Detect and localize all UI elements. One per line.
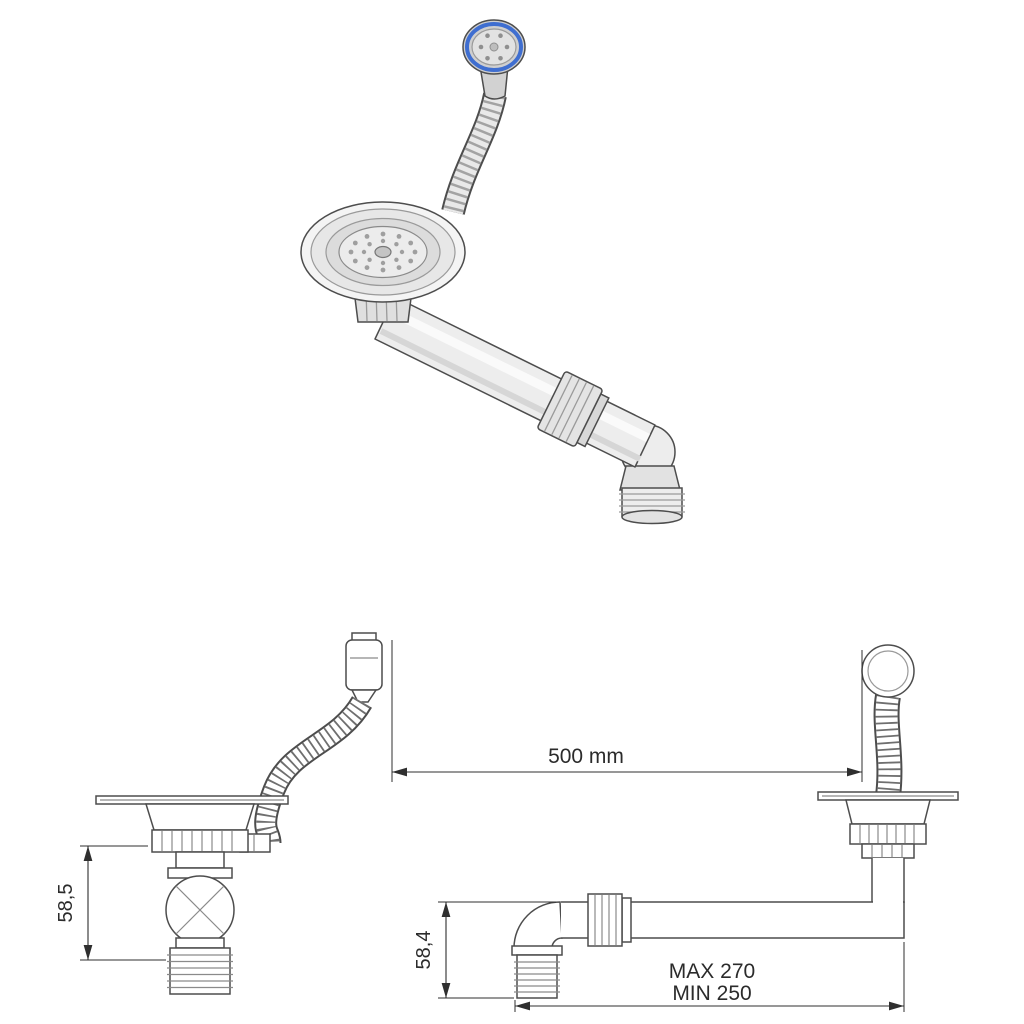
pipe-nut-3d [537, 371, 610, 448]
threaded-outlet-bottom [511, 945, 563, 999]
overflow-hose-2d-right [873, 693, 903, 798]
vertical-pipe-2d [871, 858, 905, 903]
dim-hose-length: 500 mm [391, 640, 863, 782]
threaded-outlet-left [167, 947, 233, 995]
drain-pipe-3d [374, 296, 656, 468]
strainer-basket-3d [300, 201, 466, 303]
dim-pipe-min-label: MIN 250 [672, 982, 751, 1005]
strainer-2d-left [95, 795, 289, 879]
overflow-cap-3d [462, 19, 526, 100]
pipe-junction-patch [873, 900, 903, 904]
pipe-nut-2d [587, 893, 632, 947]
dim-right-height-label: 58,4 [413, 931, 435, 970]
dim-left-height-label: 58,5 [55, 884, 77, 923]
strainer-holes [348, 231, 418, 273]
assembly-3d-view [300, 19, 685, 525]
cap-screw-dots [478, 33, 510, 61]
horizontal-pipe-2d [561, 901, 905, 939]
dim-hose-length-label: 500 mm [548, 745, 624, 768]
basket-knob [374, 245, 392, 259]
overflow-hose-2d-left [254, 695, 372, 845]
pipe-elbow-2d [513, 901, 563, 949]
dim-pipe-length: MAX 270 MIN 250 [514, 942, 905, 1012]
overflow-hose-3d [441, 92, 507, 215]
drain-pipe-2d [511, 858, 905, 999]
trap-junction-left [165, 875, 235, 949]
overflow-ring-2d [861, 644, 915, 698]
dim-pipe-max-label: MAX 270 [669, 960, 755, 983]
overflow-head-2d [345, 632, 383, 703]
threaded-outlet-3d [619, 487, 685, 525]
dim-left-height: 58,5 [55, 845, 166, 961]
dim-right-height: 58,4 [413, 901, 556, 999]
cap-blue-ring [465, 22, 523, 72]
strainer-2d-right [817, 791, 959, 859]
right-side-view [817, 644, 959, 859]
left-side-view: 58,5 [55, 632, 383, 995]
